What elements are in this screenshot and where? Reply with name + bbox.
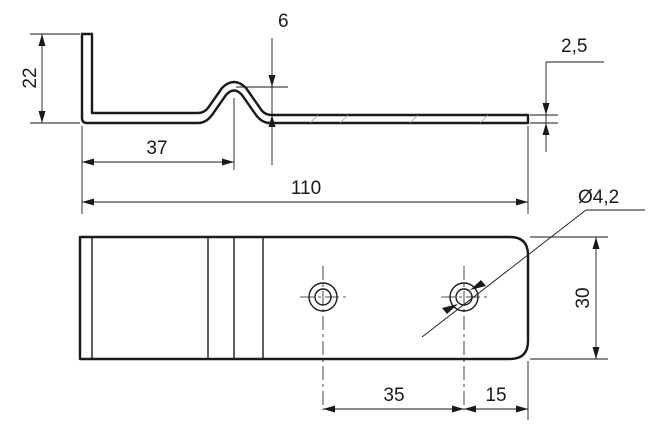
dimension-37: 37 bbox=[81, 98, 235, 214]
dim-22-label: 22 bbox=[20, 67, 41, 88]
hole-2 bbox=[441, 266, 487, 410]
side-view bbox=[80, 32, 530, 125]
plate-outline bbox=[78, 235, 530, 361]
dim-110-label: 110 bbox=[291, 178, 321, 199]
dimension-2-5: 2,5 bbox=[530, 36, 604, 152]
section-hatch bbox=[309, 114, 489, 124]
dimension-22: 22 bbox=[20, 33, 80, 124]
dim-30-label: 30 bbox=[573, 287, 594, 308]
dimension-hole-diameter: Ø4,2 bbox=[421, 187, 645, 338]
dimension-30: 30 bbox=[530, 236, 608, 360]
dim-hole-label: Ø4,2 bbox=[578, 187, 619, 208]
dimension-6: 6 bbox=[236, 11, 289, 165]
dim-35-label: 35 bbox=[383, 385, 404, 406]
dim-15-label: 15 bbox=[485, 385, 506, 406]
dim-2-5-label: 2,5 bbox=[561, 36, 587, 57]
bracket-profile-outer bbox=[80, 32, 530, 125]
dim-6-label: 6 bbox=[278, 11, 289, 32]
bracket-profile-inner bbox=[90, 32, 530, 117]
hole-1 bbox=[300, 266, 346, 410]
dimension-110: 110 bbox=[82, 126, 529, 214]
top-view bbox=[78, 235, 530, 410]
dimension-35-15: 35 15 bbox=[323, 361, 529, 420]
dim-37-label: 37 bbox=[146, 138, 167, 159]
